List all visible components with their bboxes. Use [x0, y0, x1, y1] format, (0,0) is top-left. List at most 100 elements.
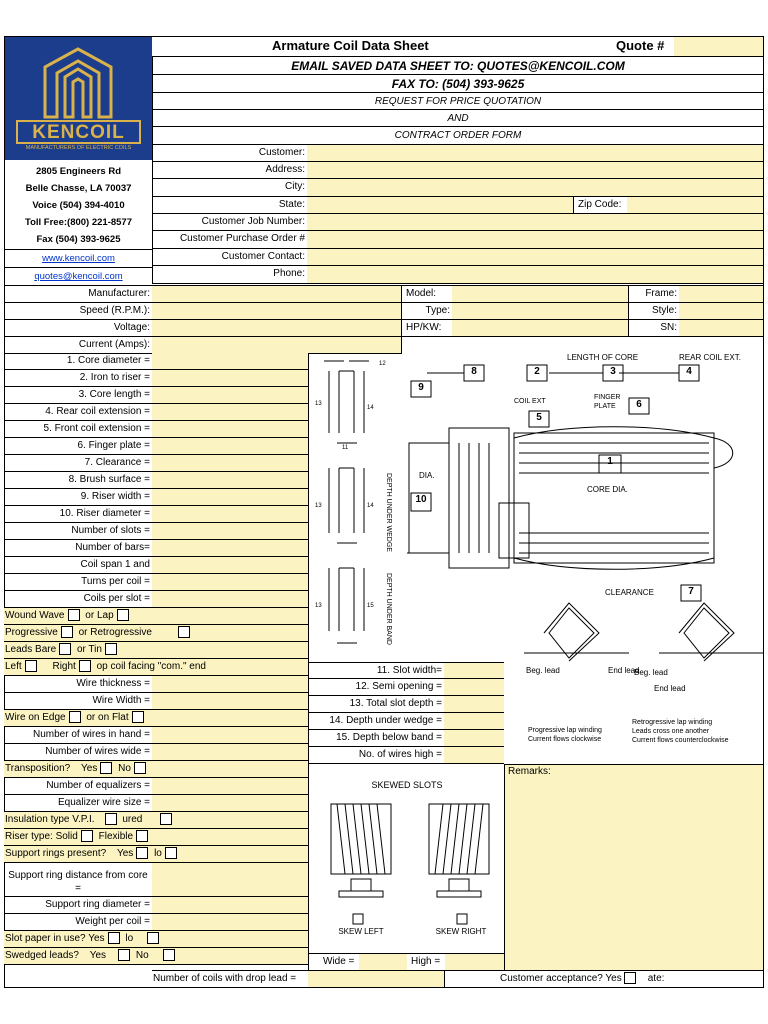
semi-opening-field[interactable]	[444, 679, 504, 696]
riser-width-field[interactable]	[152, 489, 308, 506]
total-slot-depth-field[interactable]	[444, 696, 504, 713]
remarks-field[interactable]: Remarks:	[504, 764, 763, 970]
semi-opening-label: 12. Semi opening =	[308, 679, 444, 696]
wires-wide-field[interactable]	[152, 744, 308, 761]
iron-to-riser-field[interactable]	[152, 370, 308, 387]
rear-coil-extension-field[interactable]	[152, 404, 308, 421]
state-field[interactable]	[307, 197, 573, 214]
contact-field[interactable]	[307, 249, 763, 266]
wire-width-label: Wire Width =	[4, 693, 152, 710]
frame-field[interactable]	[679, 286, 763, 303]
customer-field[interactable]	[307, 145, 763, 162]
city-field[interactable]	[307, 179, 763, 197]
logo-text: KENCOIL	[32, 122, 125, 143]
flexible-checkbox[interactable]	[136, 830, 149, 843]
number-of-slots-field[interactable]	[152, 523, 308, 540]
transposition-no-checkbox[interactable]	[133, 762, 146, 775]
slot-paper-yes-checkbox[interactable]	[107, 932, 120, 945]
type-field[interactable]	[452, 303, 629, 320]
turns-per-coil-field[interactable]	[152, 574, 308, 591]
retro-caption-3: Current flows counterclockwise	[632, 737, 729, 744]
end-lead-label-1: End lead	[608, 666, 640, 675]
right-checkbox[interactable]	[78, 660, 91, 673]
website-link[interactable]: www.kencoil.com	[42, 253, 115, 264]
support-rings-yes-checkbox[interactable]	[136, 847, 149, 860]
rfq-line: REQUEST FOR PRICE QUOTATION	[152, 93, 763, 110]
tin-checkbox[interactable]	[104, 643, 117, 656]
bare-checkbox[interactable]	[59, 643, 72, 656]
zip-label: Zip Code:	[573, 197, 627, 214]
core-diameter-label: 1. Core diameter =	[4, 353, 152, 370]
slot-width-field[interactable]	[444, 662, 504, 679]
zip-field[interactable]	[627, 197, 763, 214]
flat-checkbox[interactable]	[131, 711, 144, 724]
clearance-field[interactable]	[152, 455, 308, 472]
support-diameter-field[interactable]	[152, 897, 308, 914]
current-field[interactable]	[152, 337, 402, 354]
swedged-no-checkbox[interactable]	[162, 949, 175, 962]
model-field[interactable]	[452, 286, 629, 303]
retrogressive-checkbox[interactable]	[177, 626, 190, 639]
core-length-field[interactable]	[152, 387, 308, 404]
support-rings-yes-label: Yes	[116, 848, 134, 859]
vpi-checkbox[interactable]	[104, 813, 117, 826]
riser-diameter-field[interactable]	[152, 506, 308, 523]
progressive-checkbox[interactable]	[60, 626, 73, 639]
support-rings-no-checkbox[interactable]	[164, 847, 177, 860]
wire-thickness-field[interactable]	[152, 676, 308, 693]
finger-plate-field[interactable]	[152, 438, 308, 455]
coil-span-field[interactable]	[152, 557, 308, 574]
solid-checkbox[interactable]	[80, 830, 93, 843]
support-distance-field[interactable]	[152, 863, 308, 897]
riser-type-row: Riser type: Solid Flexible	[4, 829, 308, 846]
depth-below-band-field[interactable]	[444, 730, 504, 747]
progressive-label: Progressive	[5, 627, 58, 638]
quote-number-field[interactable]	[674, 37, 763, 56]
coils-per-slot-field[interactable]	[152, 591, 308, 608]
high-field[interactable]	[445, 954, 504, 970]
po-field[interactable]	[307, 231, 763, 249]
swedged-yes-checkbox[interactable]	[118, 949, 131, 962]
acceptance-yes-checkbox[interactable]	[623, 972, 636, 985]
wide-field[interactable]	[359, 954, 407, 970]
cured-label: ured	[122, 814, 143, 825]
depth-under-wedge-row-label: 14. Depth under wedge =	[308, 713, 444, 730]
style-field[interactable]	[679, 303, 763, 320]
front-coil-extension-field[interactable]	[152, 421, 308, 438]
slot-paper-no-checkbox[interactable]	[147, 932, 160, 945]
acceptance-label: Customer acceptance? Yes	[500, 973, 622, 984]
wave-checkbox[interactable]	[67, 609, 80, 622]
depth-below-band-label: 15. Depth below band =	[308, 730, 444, 747]
voltage-field[interactable]	[152, 320, 402, 337]
brush-surface-field[interactable]	[152, 472, 308, 489]
drop-lead-field[interactable]	[308, 970, 444, 987]
hpkw-field[interactable]	[452, 320, 629, 337]
equalizers-field[interactable]	[152, 778, 308, 795]
phone-field[interactable]	[307, 266, 763, 284]
manufacturer-field[interactable]	[152, 286, 402, 303]
transposition-yes-checkbox[interactable]	[100, 762, 113, 775]
left-checkbox[interactable]	[24, 660, 37, 673]
equalizer-size-field[interactable]	[152, 795, 308, 812]
wires-in-hand-field[interactable]	[152, 727, 308, 744]
wire-width-field[interactable]	[152, 693, 308, 710]
address-field[interactable]	[307, 162, 763, 179]
job-number-field[interactable]	[307, 214, 763, 231]
speed-field[interactable]	[152, 303, 402, 320]
lap-checkbox[interactable]	[116, 609, 129, 622]
depth-under-band-label: DEPTH UNDER BAND	[385, 573, 392, 645]
motor-section: Manufacturer: Speed (R.P.M.): Voltage: C…	[4, 285, 763, 354]
weight-per-coil-field[interactable]	[152, 914, 308, 931]
depth-under-wedge-field[interactable]	[444, 713, 504, 730]
email-link[interactable]: quotes@kencoil.com	[34, 271, 123, 282]
cured-checkbox[interactable]	[160, 813, 173, 826]
wires-high-field[interactable]	[444, 747, 504, 764]
sn-field[interactable]	[679, 320, 763, 337]
slot-paper-no-label: lo	[125, 933, 134, 944]
edge-checkbox[interactable]	[68, 711, 81, 724]
support-distance-label: Support ring distance from core =	[4, 863, 152, 897]
retro-caption-1: Retrogressive lap winding	[632, 719, 713, 726]
core-diameter-field[interactable]	[152, 353, 308, 370]
number-of-bars-field[interactable]	[152, 540, 308, 557]
progressive-row: Progressive or Retrogressive	[4, 625, 308, 642]
